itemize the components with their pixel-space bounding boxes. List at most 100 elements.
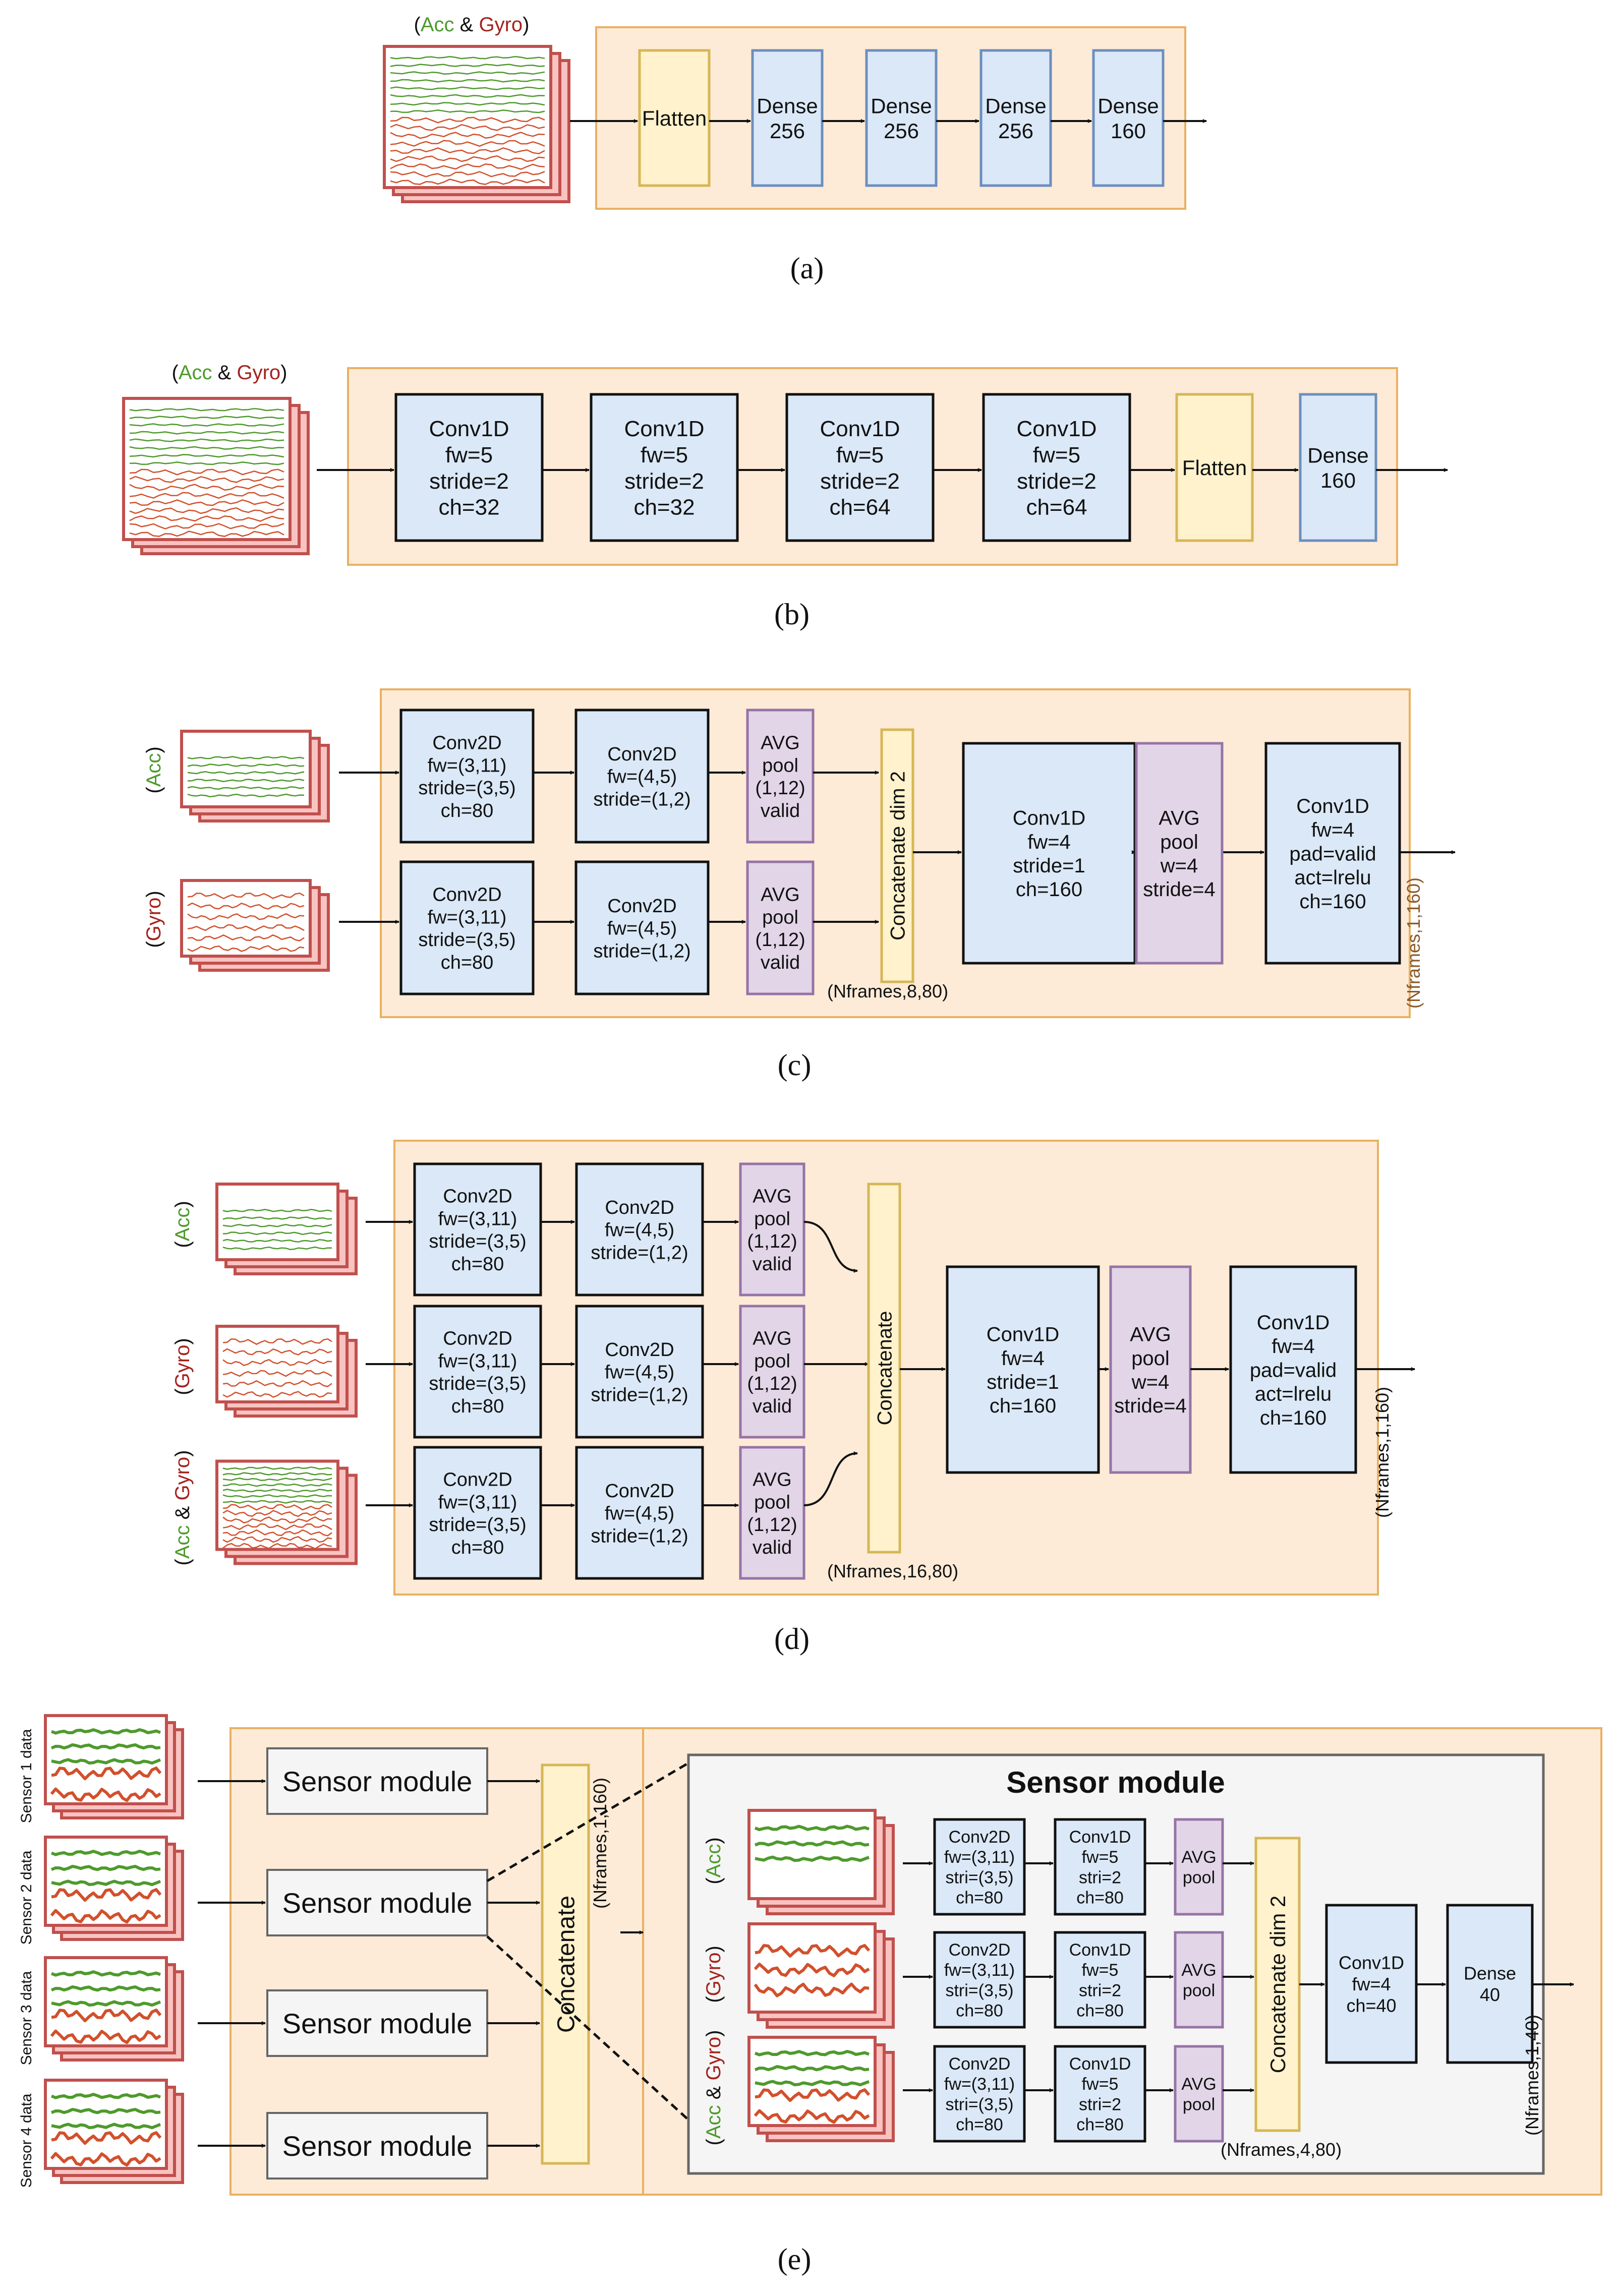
c-concat-box — [880, 728, 914, 983]
signal-stack-bigGyro — [747, 1922, 895, 2029]
arrow — [803, 1221, 858, 1273]
signal-trace — [50, 2029, 161, 2044]
label-part: ) — [143, 746, 165, 753]
label-line: Conv2D — [432, 732, 501, 753]
label-line: stride=(3,5) — [429, 1373, 526, 1394]
label-line: fw=(3,11) — [944, 1961, 1015, 1980]
label-line: ch=80 — [451, 1254, 504, 1275]
signal-trace — [222, 1466, 332, 1470]
d-conv2d-a-2-box — [413, 1446, 542, 1580]
label-line: ch=160 — [990, 1395, 1056, 1417]
stack-frame-front — [383, 45, 552, 189]
label-line: pool — [754, 1208, 790, 1229]
label-line: Flatten — [642, 106, 707, 130]
input-label: (Gyro) — [171, 1338, 194, 1395]
label-line: Dense — [1307, 443, 1368, 467]
signal-trace — [222, 1231, 332, 1235]
input-label: (Acc & Gyro) — [171, 1450, 194, 1566]
signal-trace — [222, 1483, 332, 1487]
label-part: ( — [171, 1558, 194, 1565]
panel-caption: (e) — [778, 2243, 812, 2276]
label-line: ch=80 — [451, 1537, 504, 1558]
label-line: fw=4 — [1027, 831, 1071, 853]
label-line: pool — [754, 1350, 790, 1372]
input-label: (Gyro) — [143, 891, 165, 948]
signal-stack-both — [383, 45, 570, 203]
arrow — [803, 1451, 858, 1506]
signal-trace — [187, 902, 305, 910]
signal-trace — [754, 2065, 870, 2072]
signal-trace — [754, 2109, 870, 2124]
label-line: stride=(3,5) — [418, 778, 515, 799]
signal-trace — [390, 102, 545, 106]
label-line: AVG — [753, 1186, 791, 1207]
signal-trace — [390, 64, 545, 67]
signal-trace — [222, 1209, 332, 1212]
label-line: Conv2D — [949, 1940, 1011, 1960]
label-line: Conv1D — [1069, 2054, 1131, 2074]
label-line: ch=160 — [1016, 878, 1082, 901]
signal-trace — [222, 1536, 332, 1543]
signal-trace — [129, 438, 284, 442]
block-a-4-box — [1092, 49, 1165, 187]
signal-trace — [222, 1478, 332, 1481]
signal-trace — [222, 1472, 332, 1476]
label-part: Acc — [171, 1525, 194, 1559]
block-b-conv-3-box — [982, 393, 1131, 542]
label-line: ch=80 — [1076, 2001, 1124, 2020]
signal-trace — [222, 1543, 332, 1550]
c-conv2d-a-1-box — [399, 860, 535, 995]
panel-caption: (a) — [790, 252, 824, 285]
signal-trace — [51, 1758, 161, 1765]
signal-trace — [222, 1510, 332, 1517]
signal-trace — [754, 1963, 870, 1977]
label-line: fw=5 — [1082, 1961, 1119, 1980]
signal-trace — [222, 1223, 332, 1227]
e-sensor-module-1-label: Sensor module — [282, 1765, 473, 1797]
signal-trace — [755, 1944, 871, 1958]
label-line: (1,12) — [747, 1373, 797, 1394]
label-line: Conv2D — [605, 1481, 674, 1502]
label-line: w=4 — [1131, 1371, 1170, 1393]
label-part: ) — [703, 2030, 725, 2037]
label-line: AVG — [1181, 1961, 1216, 1980]
label-line: ch=32 — [633, 495, 695, 520]
c-conv2d-b-0-box — [574, 709, 710, 844]
signal-trace — [390, 132, 545, 139]
signal-trace — [51, 1767, 162, 1781]
e-sensor-label-2: Sensor 2 data — [18, 1850, 35, 1945]
label-line: Conv2D — [949, 2054, 1011, 2074]
label-line: ch=64 — [1026, 495, 1087, 520]
d-conv2d-a-1-box — [413, 1305, 542, 1439]
signal-stack-acc — [180, 730, 330, 822]
signal-trace — [222, 1359, 332, 1366]
block-b-flatten: Flatten — [1175, 393, 1254, 542]
label-line: Conv2D — [949, 1828, 1011, 1847]
e-sensor-module-2-label: Sensor module — [282, 1887, 473, 1919]
label-line: Conv1D — [1069, 1940, 1131, 1960]
label-line: Conv1D — [1339, 1952, 1404, 1973]
e-sensor-module-4: Sensor module — [266, 2112, 488, 2180]
label-line: fw=5 — [641, 443, 688, 467]
label-line: AVG — [753, 1328, 791, 1349]
e-conv1d-a-1-box — [1054, 1931, 1146, 2029]
input-label: (Acc & Gyro) — [703, 2030, 725, 2146]
signal-trace — [129, 468, 284, 476]
d-output-shape: (Nframes,1,160) — [1372, 1387, 1393, 1518]
signal-trace — [222, 1370, 332, 1377]
